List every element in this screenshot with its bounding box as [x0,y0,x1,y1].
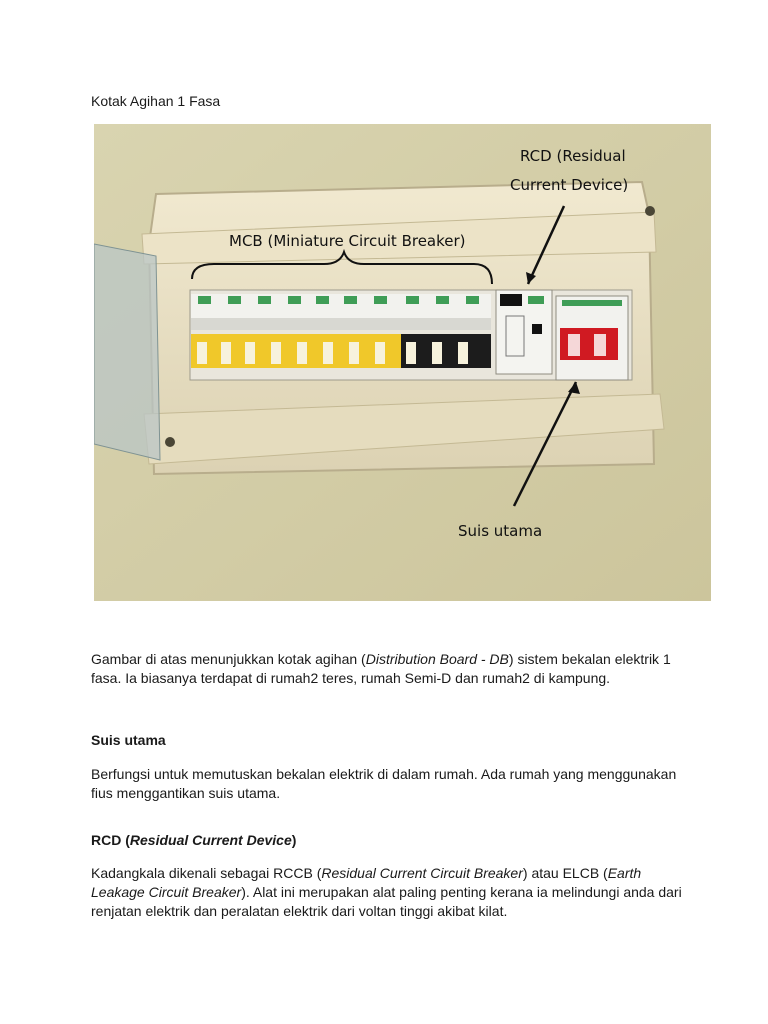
rcd-unit [495,289,553,375]
rcd-paragraph: Kadangkala dikenali sebagai RCCB (Residu… [91,865,682,919]
distribution-board-photo: MCB (Miniature Circuit Breaker) RCD (Res… [94,124,711,601]
rcd-heading: RCD (Residual Current Device) [91,832,297,848]
mcb-brace [191,248,493,285]
main-switch-arrow [512,381,578,507]
intro-paragraph: Gambar di atas menunjukkan kotak agihan … [91,651,671,686]
enclosure-screw-bottom [165,437,175,447]
main-switch-unit [555,295,629,381]
page-title: Kotak Agihan 1 Fasa [91,93,221,109]
mcb-label: MCB (Miniature Circuit Breaker) [229,232,466,250]
main-switch-label: Suis utama [458,522,542,540]
enclosure-screw-top [645,206,655,216]
main-switch-heading: Suis utama [91,732,166,748]
mcb-breaker-row [191,294,491,368]
rcd-arrow [526,205,566,285]
transparent-cover [94,243,161,461]
main-switch-paragraph: Berfungsi untuk memutuskan bekalan elekt… [91,766,677,801]
rcd-label-line1: RCD (Residual [520,147,626,165]
rcd-label-line2: Current Device) [510,176,628,194]
